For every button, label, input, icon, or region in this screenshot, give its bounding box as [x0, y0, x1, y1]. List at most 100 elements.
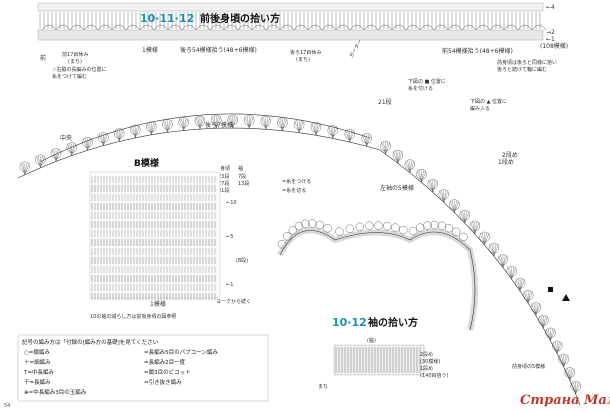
arc-stitch	[249, 116, 252, 129]
arc-stitch	[162, 120, 168, 133]
top-fan	[41, 24, 57, 31]
arc-stitch	[277, 118, 283, 131]
arc-stitch	[135, 125, 140, 138]
top-fan	[293, 24, 309, 31]
arc-stitch	[211, 116, 217, 129]
arc-stitch	[330, 126, 333, 139]
arc-stitch	[443, 190, 449, 203]
sleeve-mark: まち	[318, 384, 328, 390]
arc-stitch	[100, 133, 104, 146]
arc-stitch	[381, 141, 386, 155]
arc-stitch	[443, 190, 447, 203]
b-yoke: ヨークから続く	[216, 298, 251, 305]
sleeve-fan	[416, 223, 425, 232]
top-fan	[55, 24, 71, 31]
top-fan	[181, 24, 197, 31]
sleeve-1st-b: (140目拾う)	[420, 372, 448, 379]
arc-stitch	[482, 232, 485, 245]
arc-stitch	[232, 116, 236, 129]
top-fan	[111, 24, 127, 31]
arc-stitch	[265, 117, 271, 130]
arc-stitch	[85, 138, 88, 151]
sleeve-1st: 1段め	[420, 365, 433, 372]
arc-stitch	[116, 129, 120, 142]
top-fan	[237, 24, 253, 31]
top-fan	[195, 24, 211, 31]
arc-stitch	[573, 382, 576, 395]
label-note: ☆右脇の長編みの位置に	[52, 66, 106, 73]
arc-stitch	[40, 155, 43, 168]
arc-stitch	[535, 303, 541, 316]
arc-stitch	[432, 180, 436, 193]
arc-stitch	[82, 138, 88, 151]
b-row-31: 31段	[218, 187, 229, 194]
label-down-2: 糸を付ける	[408, 85, 433, 92]
arc-stitch	[298, 120, 302, 133]
label-1pattern: 1模様	[142, 46, 158, 54]
label-note-2: 糸をつけて編む	[52, 73, 87, 80]
label-back7: 後ろ7模様	[205, 121, 233, 129]
arc-stitch	[416, 170, 422, 183]
arc-stitch	[395, 151, 399, 164]
arc-stitch	[282, 118, 287, 131]
b-row-8: (8段)	[236, 257, 248, 264]
arc-stitch	[472, 221, 476, 234]
arc-stitch	[98, 133, 104, 146]
arc-stitch	[294, 120, 300, 133]
legend-item: =長編み2目一度	[144, 358, 186, 366]
arc-stitch	[397, 151, 403, 164]
b-legend-1: =糸をつける	[282, 178, 311, 185]
arc-stitch	[362, 134, 367, 147]
sleeve-fan	[323, 224, 332, 233]
arc-stitch	[550, 328, 556, 341]
arc-stitch	[523, 291, 529, 304]
legend-item: T=中長編み	[23, 368, 54, 376]
arc-stitch	[454, 200, 457, 213]
arc-stitch	[40, 155, 46, 168]
arc-stitch	[528, 291, 533, 304]
arc-stitch	[103, 133, 108, 146]
arc-stitch	[87, 138, 90, 151]
arc-stitch	[146, 122, 152, 135]
arc-stitch	[313, 123, 317, 136]
arc-stitch	[55, 149, 59, 162]
arc-stitch	[383, 141, 386, 155]
b-stitch-marks	[91, 176, 216, 300]
arc-stitch	[397, 151, 401, 164]
row-label-4: ←4	[546, 4, 555, 11]
arc-stitch	[130, 125, 136, 138]
arc-stitch	[567, 368, 571, 381]
arc-stitch	[441, 190, 444, 203]
arc-stitch	[531, 303, 537, 316]
arc-stitch	[315, 123, 321, 136]
label-back54: 後ろ54模様拾う(48+6模様)	[180, 46, 257, 54]
arc-stitch	[167, 120, 173, 133]
row-label-2: →2	[546, 29, 555, 36]
arc-stitch	[199, 117, 205, 130]
arc-stitch	[571, 382, 576, 395]
arc-stitch	[71, 143, 75, 156]
arc-stitch	[87, 138, 93, 151]
sleeve-title-number: 10·12	[332, 316, 367, 329]
arc-stitch	[557, 341, 560, 354]
arc-stitch	[366, 134, 370, 147]
arc-stitch	[561, 355, 564, 368]
top-fan	[209, 24, 225, 31]
marker-triangle	[562, 294, 570, 301]
arc-stitch	[349, 130, 355, 143]
top-fan	[447, 24, 463, 31]
arc-stitch	[167, 120, 170, 133]
sleeve-fan	[444, 223, 454, 233]
sleeve-fan-marks	[277, 219, 468, 249]
arc-stitch	[430, 180, 433, 193]
arc-stitch	[507, 267, 512, 280]
arc-stitch	[541, 316, 544, 329]
arc-stitch	[498, 255, 504, 268]
arc-stitch	[216, 116, 221, 129]
label-down-3: 下図の ▲ 位置に	[470, 98, 507, 105]
arc-stitch	[119, 129, 124, 142]
arc-stitch	[502, 255, 506, 268]
arc-stitch	[543, 316, 548, 329]
b-row-1: ←1	[226, 282, 233, 288]
arc-stitch	[347, 130, 350, 143]
